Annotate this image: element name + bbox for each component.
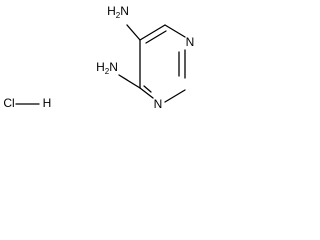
hydrogen-label: H [43, 96, 52, 110]
bond-c5-c6 [139, 24, 166, 41]
molecule-canvas: H2N H2N N N Cl H [0, 0, 202, 120]
bond-c6-n1 [164, 24, 186, 38]
chlorine-label: Cl [3, 96, 14, 110]
bond-n3-c4 [139, 87, 154, 99]
double-bond-c5-c6-inner [145, 30, 167, 44]
ring-nitrogen-right: N [186, 35, 195, 49]
amine-left-label: H2N [96, 60, 118, 76]
double-bond-n3-c4-inner [143, 85, 152, 93]
bond-c5-nh2 [126, 24, 141, 41]
bond-c4-nh2 [118, 74, 141, 89]
bond-c2-n3 [164, 89, 186, 103]
amine-top-label: H2N [107, 4, 129, 20]
chemical-structure-diagram: H2N H2N N N Cl H [3, 4, 195, 111]
ring-nitrogen-bottom: N [154, 97, 163, 111]
